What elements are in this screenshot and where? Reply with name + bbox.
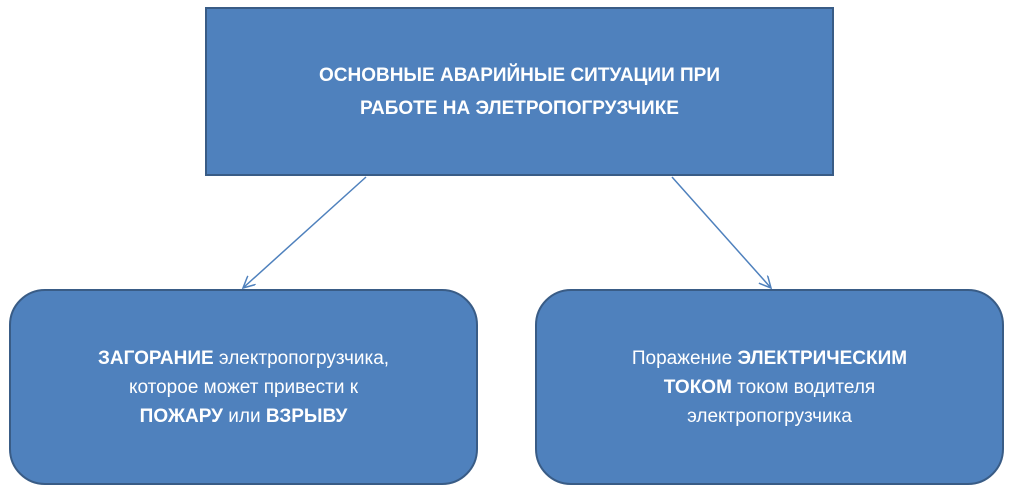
root-title-line-2: РАБОТЕ НА ЭЛЕТРОПОГРУЗЧИКЕ: [360, 97, 679, 119]
root-node: ОСНОВНЫЕ АВАРИЙНЫЕ СИТУАЦИИ ПРИ РАБОТЕ Н…: [205, 7, 834, 176]
fire-line-2: которое может привести к: [128, 376, 359, 398]
electric-shock-node: Поражение ЭЛЕКТРИЧЕСКИМ ТОКОМ током води…: [535, 289, 1004, 485]
arrow-to-right: [671, 176, 771, 288]
fire-line-1-rest: электропогрузчика,: [213, 347, 390, 369]
shock-line-3: электропогрузчика: [687, 405, 852, 427]
root-title-line-1: ОСНОВНЫЕ АВАРИЙНЫЕ СИТУАЦИИ ПРИ: [318, 64, 721, 86]
arrow-to-left: [243, 176, 367, 288]
fire-consequence-1: ПОЖАРУ: [139, 405, 223, 427]
fire-line-3: ПОЖАРУ или ВЗРЫВУ: [140, 402, 348, 431]
shock-keyword-1: ЭЛЕКТРИЧЕСКИМ: [737, 347, 908, 369]
shock-line-1-pre: Поражение: [631, 347, 738, 369]
fire-line-1: ЗАГОРАНИЕ электропогрузчика,: [98, 344, 389, 373]
shock-line-2-rest: током водителя: [731, 376, 876, 398]
fire-line-3-mid: или: [222, 405, 266, 427]
fire-consequence-2: ВЗРЫВУ: [265, 405, 348, 427]
fire-keyword: ЗАГОРАНИЕ: [97, 347, 214, 369]
shock-line-1: Поражение ЭЛЕКТРИЧЕСКИМ: [632, 344, 907, 373]
fire-node: ЗАГОРАНИЕ электропогрузчика, которое мож…: [9, 289, 478, 485]
shock-keyword-2: ТОКОМ: [663, 376, 732, 398]
shock-line-2: ТОКОМ током водителя: [664, 373, 875, 402]
